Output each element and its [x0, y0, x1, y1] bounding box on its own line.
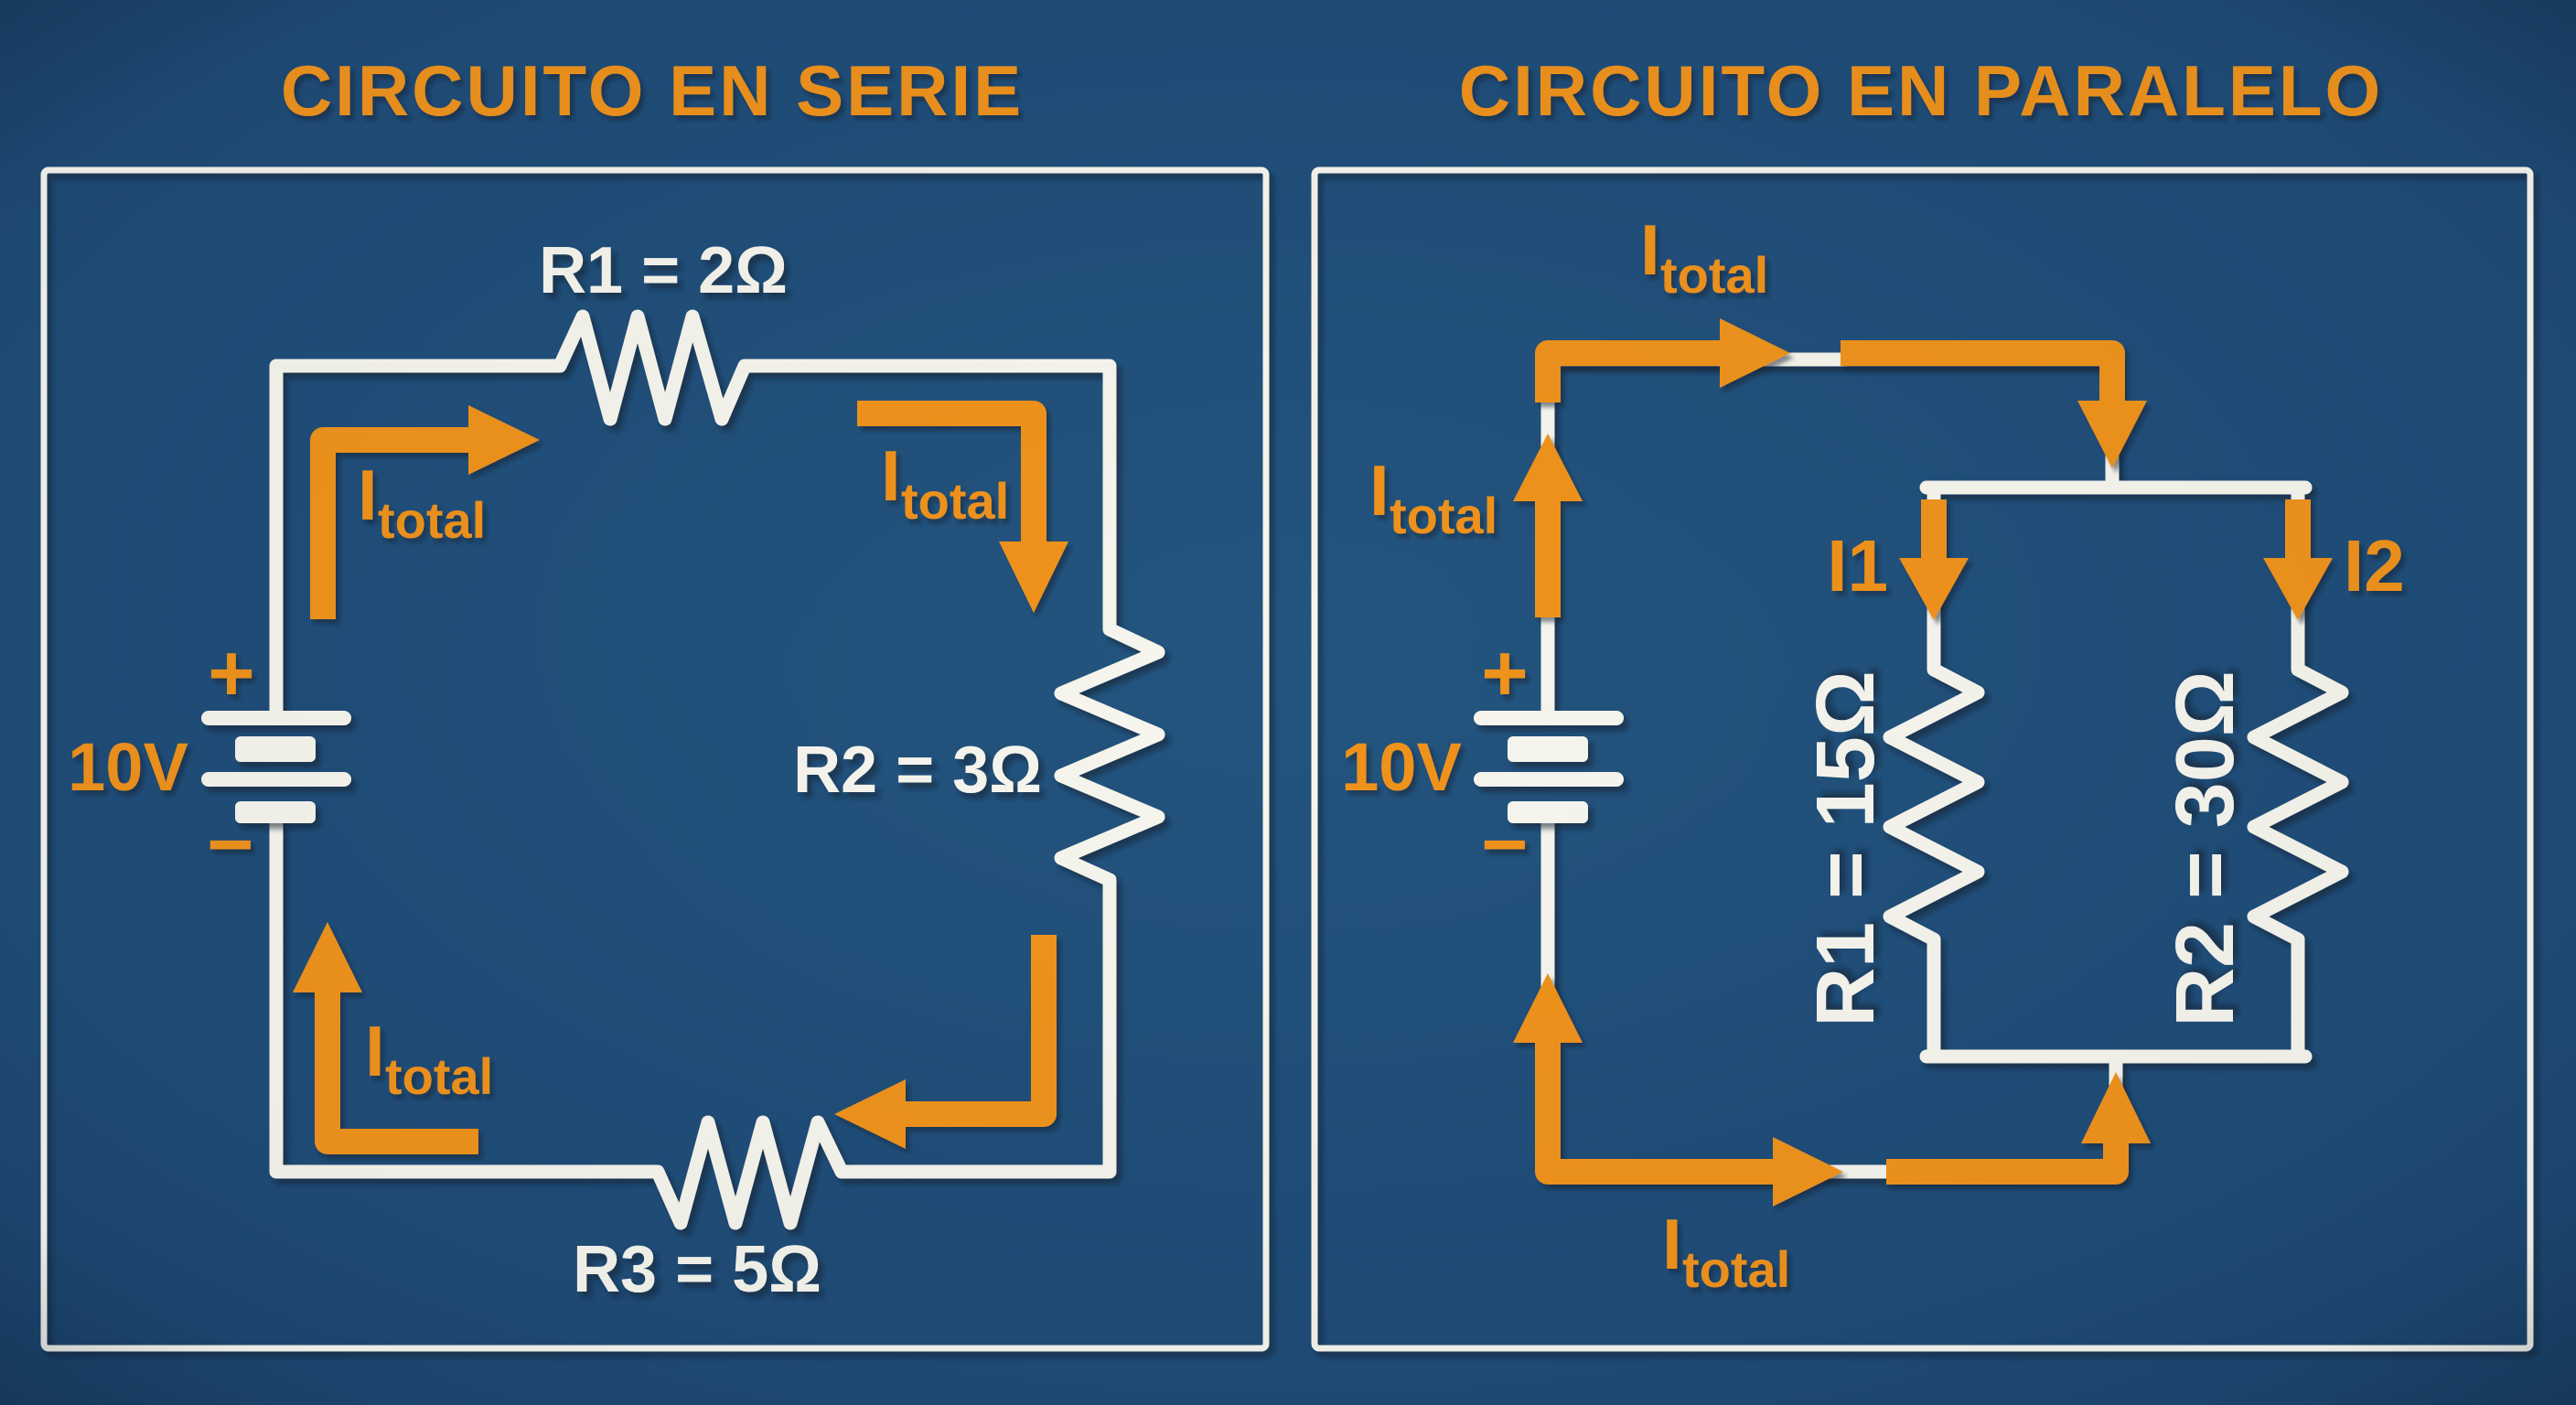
circuit-diagram-image: CIRCUITO EN SERIE + − 10V R1 = 2Ω R2 = 3…: [0, 0, 2576, 1405]
vignette-overlay: [0, 0, 2576, 1405]
diagram-canvas: CIRCUITO EN SERIE + − 10V R1 = 2Ω R2 = 3…: [0, 0, 2576, 1405]
